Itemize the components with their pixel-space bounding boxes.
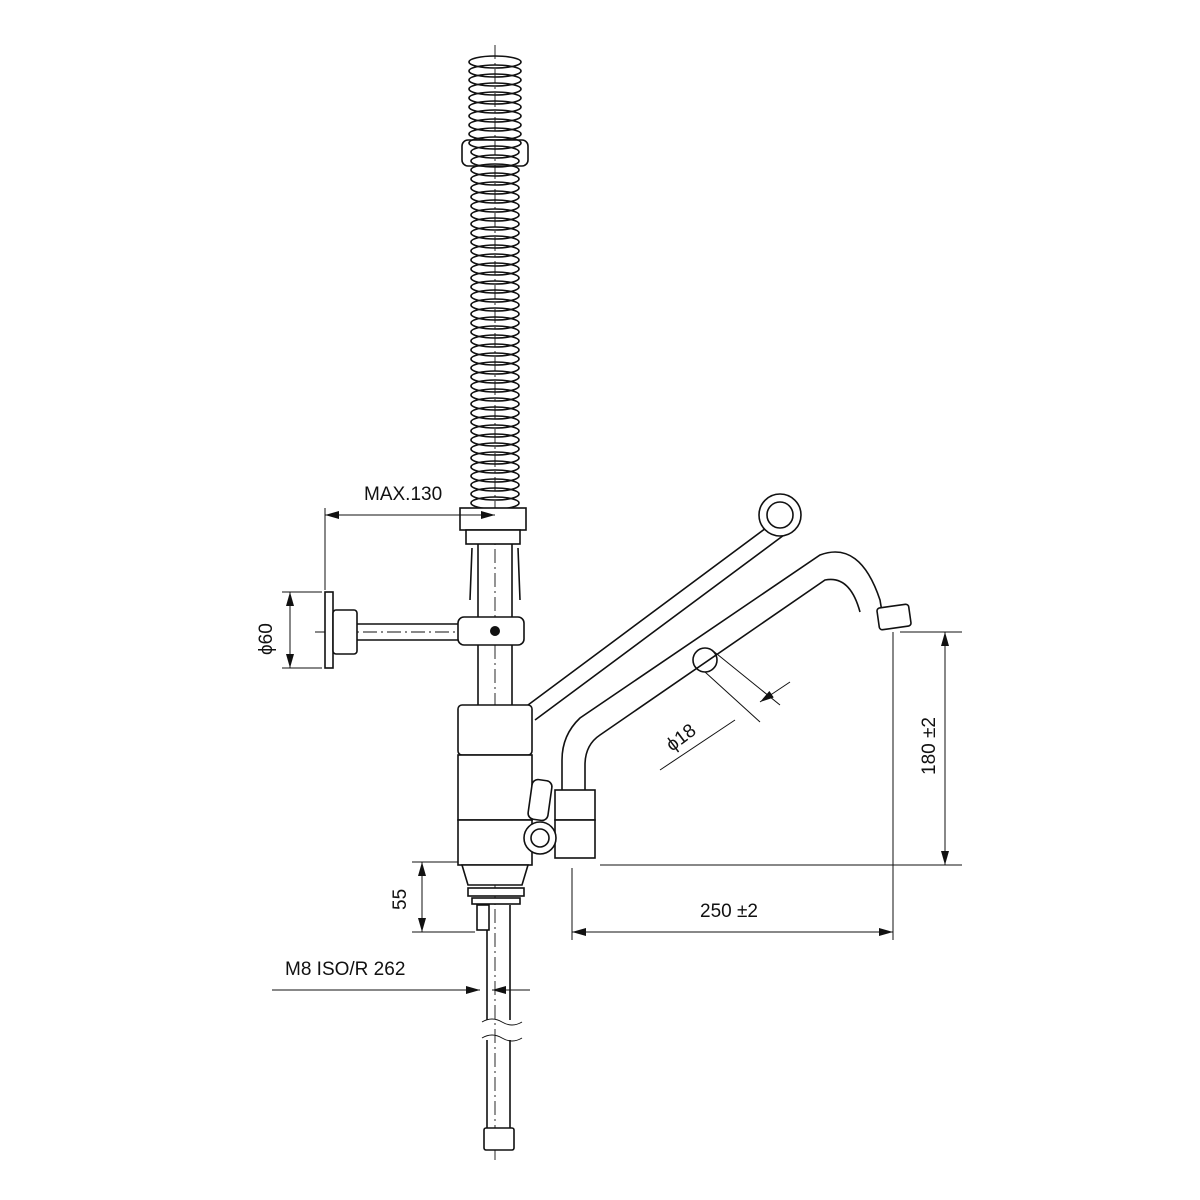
wall-flange-nut (332, 609, 358, 655)
label-180: 180 ±2 (919, 717, 940, 775)
spout-outer (561, 551, 883, 790)
label-55: 55 (390, 889, 411, 910)
hose-nut (483, 1127, 515, 1151)
spout-base (554, 819, 596, 859)
valve-knob (523, 821, 557, 855)
body-top (457, 704, 533, 756)
label-d18: ϕ18 (662, 720, 700, 756)
washer2 (471, 897, 521, 905)
label-m8: M8 ISO/R 262 (285, 959, 405, 980)
lever-ring (758, 493, 802, 537)
wall-arm (355, 623, 458, 641)
shank-nut (460, 864, 530, 886)
lever (527, 524, 789, 721)
valve-handle (527, 778, 553, 822)
label-250: 250 ±2 (700, 901, 758, 922)
spring-nut (459, 507, 527, 531)
body-base (457, 819, 533, 866)
collar-screw (490, 626, 500, 636)
lever-ring-inner (766, 501, 794, 529)
spout-inner (584, 578, 861, 790)
spring-nut-lower (465, 529, 521, 545)
ext-line (600, 631, 962, 866)
ext-line (282, 591, 322, 669)
thread-stud (476, 904, 490, 931)
washer (467, 887, 525, 897)
dim-d18-leader (659, 719, 736, 771)
supply-hose (486, 905, 511, 1130)
dim-d18 (759, 681, 791, 703)
label-d60: ϕ60 (256, 623, 277, 655)
valve-knob-inner (530, 828, 550, 848)
spout-nozzle (876, 603, 912, 631)
break-mark (481, 1018, 523, 1042)
ext-line (571, 632, 894, 940)
label-max130: MAX.130 (364, 484, 442, 505)
body-mid (457, 754, 533, 821)
spout-nut (554, 789, 596, 821)
wall-flange (324, 591, 334, 669)
